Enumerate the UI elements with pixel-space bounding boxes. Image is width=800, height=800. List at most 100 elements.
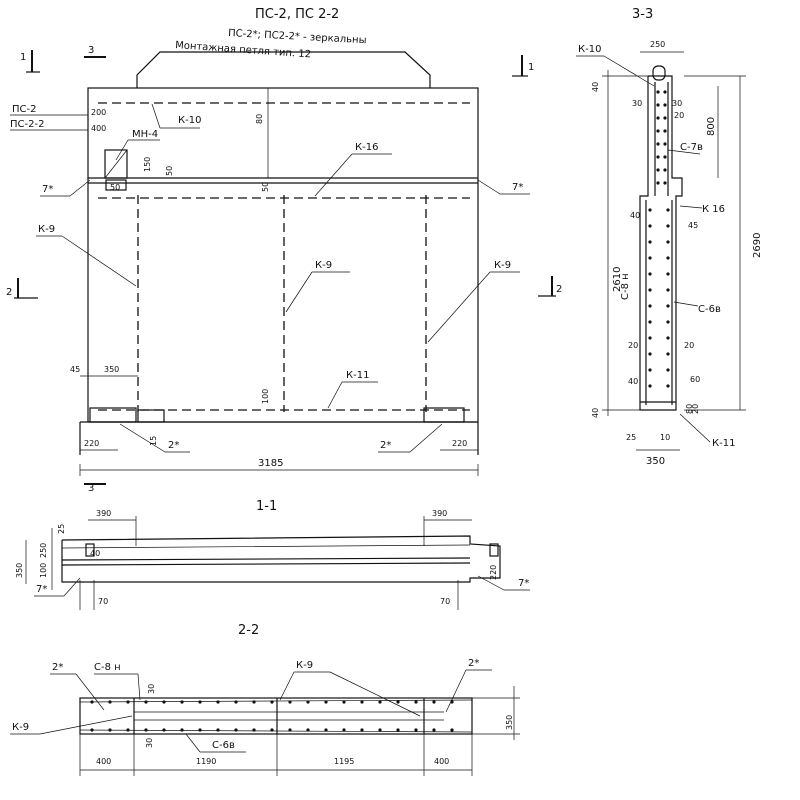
cut-1-right-label: 1 [528,62,534,73]
label-ps2: ПС-2 [12,104,36,115]
s22-dim-1195: 1195 [334,757,354,766]
s22-label-c8n: С-8 н [94,662,121,673]
s11-dim-25: 25 [57,524,66,534]
elevation-view: 1 1 2 2 3 3 ПС-2 ПС-2-2 200 400 К-10 80 … [6,45,562,494]
rebar-dot [162,700,166,704]
dim-80: 80 [255,114,264,124]
cut-1-left-label: 1 [20,52,26,63]
rebar-dot [270,728,274,732]
s22-dim-400-right: 400 [434,757,449,766]
rebar-dot [288,728,292,732]
s22-label-k9-left: К-9 [12,722,29,733]
title-main: ПС-2, ПС 2-2 [255,7,339,22]
s11-dim-390-left: 390 [96,509,111,518]
s11-dim-220: 220 [489,565,498,580]
rebar-dot [252,728,256,732]
rebar-dot [666,208,670,212]
section-1-1-embed-left [85,543,95,557]
s11-dim-350: 350 [15,563,24,578]
rebar-dot [648,384,652,388]
mounting-loop [136,51,431,88]
section-3-3-loop [652,65,666,81]
s33-dim-350: 350 [646,456,665,467]
mn4-diagonal [104,149,128,179]
s33-leader-k11 [679,413,711,443]
s33-dim-80: 80 [685,404,694,414]
rebar-dot [666,256,670,260]
rebar-dot [666,320,670,324]
rebar-dot [360,700,364,704]
s33-dim-30-r: 30 [672,99,682,108]
leader-node2-right [409,423,443,453]
rebar-dot [180,728,184,732]
mn4-lower [105,179,127,191]
s33-label-c7v: С-7в [680,142,703,153]
rebar-dot [663,90,667,94]
s33-label-k16: К 16 [702,204,725,215]
label-node7-left: 7* [42,184,53,195]
dim-200: 200 [91,108,106,117]
rebar-dot [342,728,346,732]
s33-leader-k16 [679,205,703,209]
rebar-dot [126,700,130,704]
rebar-dot [663,168,667,172]
rebar-dot [396,700,400,704]
section-2-2: 2-2 2* С-8 н 30 К-9 2* К-9 30 С-6в 3 [10,623,520,776]
s22-label-k9-top: К-9 [296,660,313,671]
rebar-dot [216,728,220,732]
rebar-dot [648,352,652,356]
section-1-1-mid-line [61,557,471,561]
leader-mn4 [115,139,129,161]
mn4-plate [104,149,128,179]
rebar-dot [270,700,274,704]
label-ps22: ПС-2-2 [10,119,44,130]
dim-50-mn: 50 [165,166,174,176]
leader-node7-left [69,179,91,197]
s22-bottom-rebar [79,729,473,733]
embed-bottom-right [423,407,465,423]
rebar-dot [648,336,652,340]
s33-dim-25: 25 [626,433,636,442]
leader-k9-right [427,271,491,343]
rebar-dot [656,142,660,146]
s22-top-rebar [79,699,473,703]
s22-label-node2-left: 2* [52,662,63,673]
rebar-dot [216,700,220,704]
s11-leader-node7-right [477,575,505,591]
label-node2-left: 2* [168,440,179,451]
section-3-3-title: 3-3 [632,7,653,22]
label-k10: К-10 [178,115,201,126]
rebar-dot [432,728,436,732]
s22-dim-30-bottom: 30 [145,738,154,748]
s22-dim-400-left: 400 [96,757,111,766]
rebar-dot [90,700,94,704]
rebar-dot [648,208,652,212]
rebar-dot [663,155,667,159]
s22-dim-30-top: 30 [147,684,156,694]
section-1-1: 1-1 390 390 25 250 350 100 40 220 7* 7* … [15,499,530,610]
label-k9-middle: К-9 [315,260,332,271]
dim-220-left: 220 [84,439,99,448]
rebar-dot [656,116,660,120]
leader-k10 [151,103,161,129]
rebar-dot [648,240,652,244]
section-3-3: 3-3 250 40 2610 40 2690 800 30 30 20 40 … [576,7,763,467]
s22-dim-350: 350 [505,715,514,730]
s33-leader-k10 [603,55,655,87]
s11-dim-70-left: 70 [98,597,108,606]
s22-leader-k9-top-2 [329,671,421,717]
dim-400: 400 [91,124,106,133]
rebar-dot [360,728,364,732]
rebar-dot [656,103,660,107]
rebar-dot [378,728,382,732]
rebar-dot [108,700,112,704]
rebar-dot [414,700,418,704]
rebar-dot [663,142,667,146]
s22-leader-node2-right [445,669,467,713]
s33-dim-40-bottom: 40 [591,408,600,418]
s33-dim-20-l: 20 [628,341,638,350]
rebar-dot [648,272,652,276]
section-3-3-outline [639,75,683,411]
rebar-dot [656,181,660,185]
